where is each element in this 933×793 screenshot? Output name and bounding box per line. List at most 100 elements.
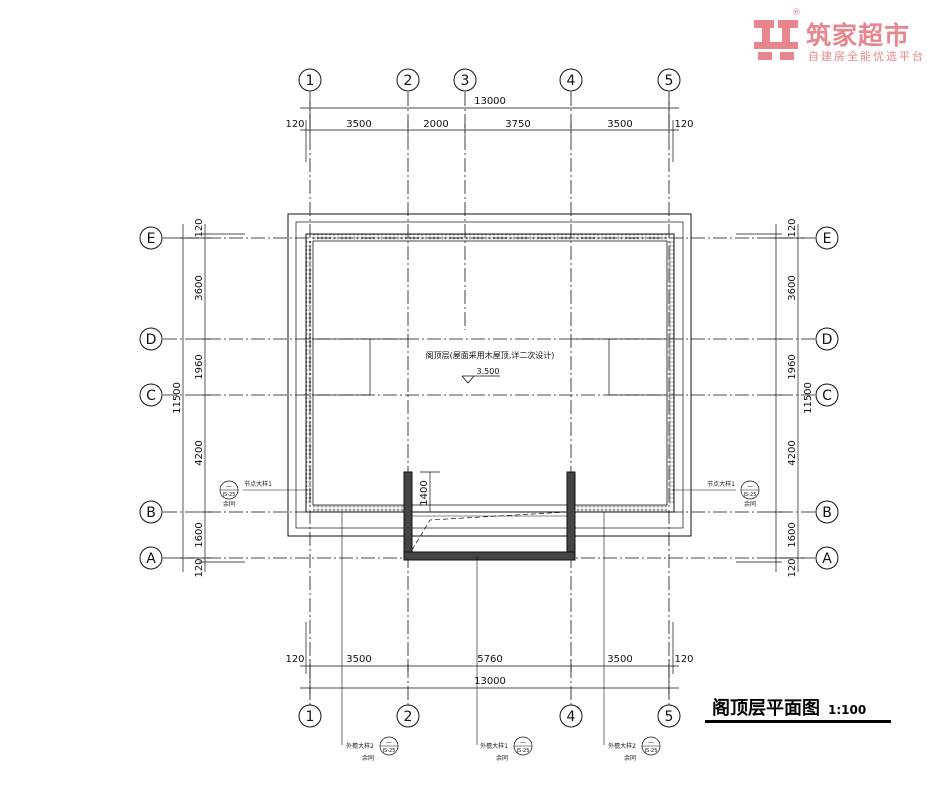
- axis-label: 3: [461, 73, 470, 89]
- axis-label: D: [822, 332, 833, 348]
- horizontal-axis-lines: [163, 237, 815, 559]
- logo-name: 筑家超市: [806, 21, 911, 50]
- stair-well: [403, 471, 576, 561]
- dim-text: 120: [787, 558, 798, 577]
- axis-label: A: [822, 551, 832, 567]
- axis-label: A: [146, 551, 156, 567]
- axis-bubble-E-left: E: [139, 226, 163, 250]
- detail-callout-bottom-1: 外檐大样2 — JS-25 余同: [346, 736, 399, 762]
- callout-leaders: [243, 489, 736, 745]
- axis-bubble-5-bottom: 5: [657, 704, 681, 728]
- callout-sub: 余同: [496, 754, 508, 762]
- axis-bubbles-left: E D C B A: [139, 226, 163, 570]
- callout-sub: 余同: [624, 754, 636, 762]
- dim-text: 3500: [346, 654, 371, 665]
- dim-text: 120: [787, 218, 798, 237]
- roof-note: 阁顶层(屋面采用木屋顶,详二次设计): [426, 350, 555, 360]
- callout-sheet: JS-25: [743, 492, 757, 498]
- callout-label: 节点大样1: [707, 480, 735, 488]
- title-underline: [705, 720, 891, 723]
- dim-total-left: 11500: [172, 382, 183, 414]
- drawing-title-text: 阁顶层平面图: [712, 698, 820, 719]
- dim-text: 4200: [194, 440, 205, 465]
- stair-dimension-line: [420, 471, 440, 513]
- callout-label: 外檐大样2: [346, 742, 374, 750]
- left-dimension-lines: [177, 224, 245, 572]
- axis-label: D: [146, 332, 157, 348]
- logo-mark-icon: [754, 20, 798, 60]
- callout-number: —: [747, 483, 753, 490]
- axis-bubble-1-bottom: 1: [298, 704, 322, 728]
- dim-text: 3750: [505, 119, 530, 130]
- callout-sub: 余同: [744, 500, 756, 508]
- callout-number: —: [386, 739, 392, 746]
- stair-dimension-text: 1400: [419, 480, 430, 505]
- axis-label: E: [147, 231, 156, 247]
- axis-bubble-3-top: 3: [453, 68, 477, 92]
- axis-label: 5: [665, 709, 674, 725]
- dim-text: 3500: [607, 654, 632, 665]
- bottom-dimension-lines: [300, 622, 679, 694]
- dim-total-right: 11500: [803, 382, 814, 414]
- logo-slogan: 自建房全能优选平台: [808, 50, 925, 63]
- axis-bubble-B-right: B: [815, 500, 839, 524]
- axis-bubble-B-left: B: [139, 500, 163, 524]
- axis-bubbles-top: 1 2 3 4 5: [298, 68, 681, 92]
- right-dimension-text: 120 3600 1960 4200 1600 120 11500: [787, 218, 814, 577]
- axis-label: B: [822, 505, 832, 521]
- axis-bubble-1-top: 1: [298, 68, 322, 92]
- axis-label: 2: [404, 709, 413, 725]
- axis-bubble-A-left: A: [139, 546, 163, 570]
- axis-bubble-A-right: A: [815, 546, 839, 570]
- dim-text: 1600: [194, 522, 205, 547]
- elevation-value: 3.500: [477, 367, 500, 376]
- callout-label: 外檐大样2: [608, 742, 636, 750]
- callout-number: —: [226, 483, 232, 490]
- detail-callout-bottom-2: 外檐大样1 — JS-25 余同: [480, 736, 533, 762]
- roof-eave-inner: [295, 221, 684, 529]
- brand-logo: ® 筑家超市 自建房全能优选平台: [752, 8, 932, 70]
- dim-text: 2000: [423, 119, 448, 130]
- bottom-dimension-text: 120 3500 5760 3500 120 13000: [285, 654, 693, 687]
- axis-bubble-E-right: E: [815, 226, 839, 250]
- callout-sub: 余同: [223, 500, 235, 508]
- axis-bubble-4-bottom: 4: [559, 704, 583, 728]
- axis-label: 1: [306, 709, 315, 725]
- dim-text: 120: [285, 119, 304, 130]
- vertical-axis-lines: [309, 92, 670, 705]
- top-dimension-lines: [300, 102, 679, 162]
- axis-bubble-D-left: D: [139, 327, 163, 351]
- axis-bubbles-right: E D C B A: [815, 226, 839, 570]
- right-dimension-lines: [736, 224, 804, 572]
- callout-sheet: JS-25: [222, 492, 236, 498]
- callout-label: 节点大样1: [244, 480, 272, 488]
- axis-label: B: [146, 505, 156, 521]
- axis-label: C: [146, 388, 156, 404]
- axis-label: 2: [404, 73, 413, 89]
- axis-label: 4: [567, 73, 576, 89]
- callout-sheet: JS-25: [382, 748, 396, 754]
- detail-callout-right: 节点大样1 — JS-25 余同: [707, 480, 760, 508]
- callout-number: —: [520, 739, 526, 746]
- top-dimension-text: 13000 120 3500 2000 3750 3500 120: [285, 96, 693, 130]
- axis-bubble-4-top: 4: [559, 68, 583, 92]
- axis-bubble-5-top: 5: [657, 68, 681, 92]
- callout-sub: 余同: [362, 754, 374, 762]
- roof-ridge-lines: [313, 338, 667, 396]
- callout-label: 外檐大样1: [480, 742, 508, 750]
- callout-sheet: JS-25: [516, 748, 530, 754]
- roof-outline: [287, 213, 692, 537]
- axis-bubble-2-top: 2: [396, 68, 420, 92]
- dim-text: 4200: [787, 440, 798, 465]
- dim-total-bottom: 13000: [474, 676, 506, 687]
- dim-text: 1600: [787, 522, 798, 547]
- dim-text: 120: [194, 558, 205, 577]
- callout-sheet: JS-25: [644, 748, 658, 754]
- axis-label: 4: [567, 709, 576, 725]
- axis-bubble-C-right: C: [815, 383, 839, 407]
- axis-bubbles-bottom: 1 2 4 5: [298, 704, 681, 728]
- dim-text: 1960: [787, 354, 798, 379]
- dim-text: 3500: [346, 119, 371, 130]
- axis-label: 1: [306, 73, 315, 89]
